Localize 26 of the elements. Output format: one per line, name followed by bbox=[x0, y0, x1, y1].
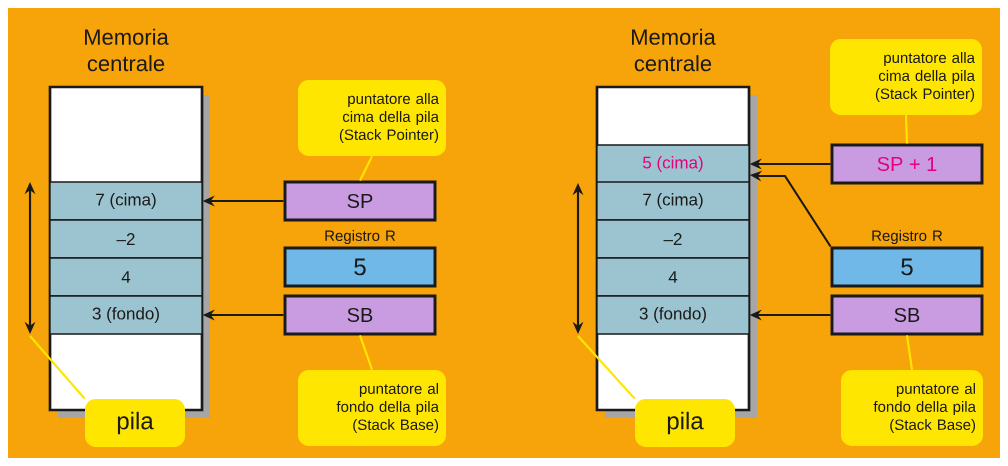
register-label: Registro R bbox=[325, 230, 396, 244]
leader-line bbox=[577, 335, 636, 400]
callout-bubble: puntatore al fondo della pila (Stack Base) bbox=[298, 370, 446, 446]
leader-line bbox=[359, 335, 373, 371]
callout-bubble: puntatore alla cima della pila (Stack Pointer) bbox=[298, 80, 446, 156]
stack-cell: 7 (cima) bbox=[596, 181, 750, 221]
leader-line bbox=[359, 155, 373, 181]
pointer-register: SP bbox=[283, 180, 437, 222]
pointer-register: SP + 1 bbox=[830, 143, 984, 185]
callout-bubble: puntatore al fondo della pila (Stack Base) bbox=[841, 370, 983, 446]
stack-cell: 4 bbox=[596, 257, 750, 297]
leader-line bbox=[905, 335, 914, 370]
stack-cell: 3 (fondo) bbox=[596, 295, 750, 335]
leader-line bbox=[904, 115, 909, 144]
stack-cell: –2 bbox=[596, 219, 750, 259]
pointer-register: SB bbox=[283, 294, 437, 336]
column-heading: Memoria centrale bbox=[85, 28, 169, 72]
callout-tag: pila bbox=[635, 399, 735, 447]
register-box: 5 bbox=[830, 246, 984, 288]
column-heading: Memoria centrale bbox=[632, 28, 716, 72]
pointer-register: SB bbox=[830, 294, 984, 336]
callout-bubble: puntatore alla cima della pila (Stack Pointer) bbox=[830, 39, 982, 115]
callout-tag: pila bbox=[85, 399, 185, 447]
register-label: Registro R bbox=[872, 230, 943, 244]
stack-cell: 5 (cima) bbox=[596, 144, 750, 184]
register-box: 5 bbox=[283, 246, 437, 288]
